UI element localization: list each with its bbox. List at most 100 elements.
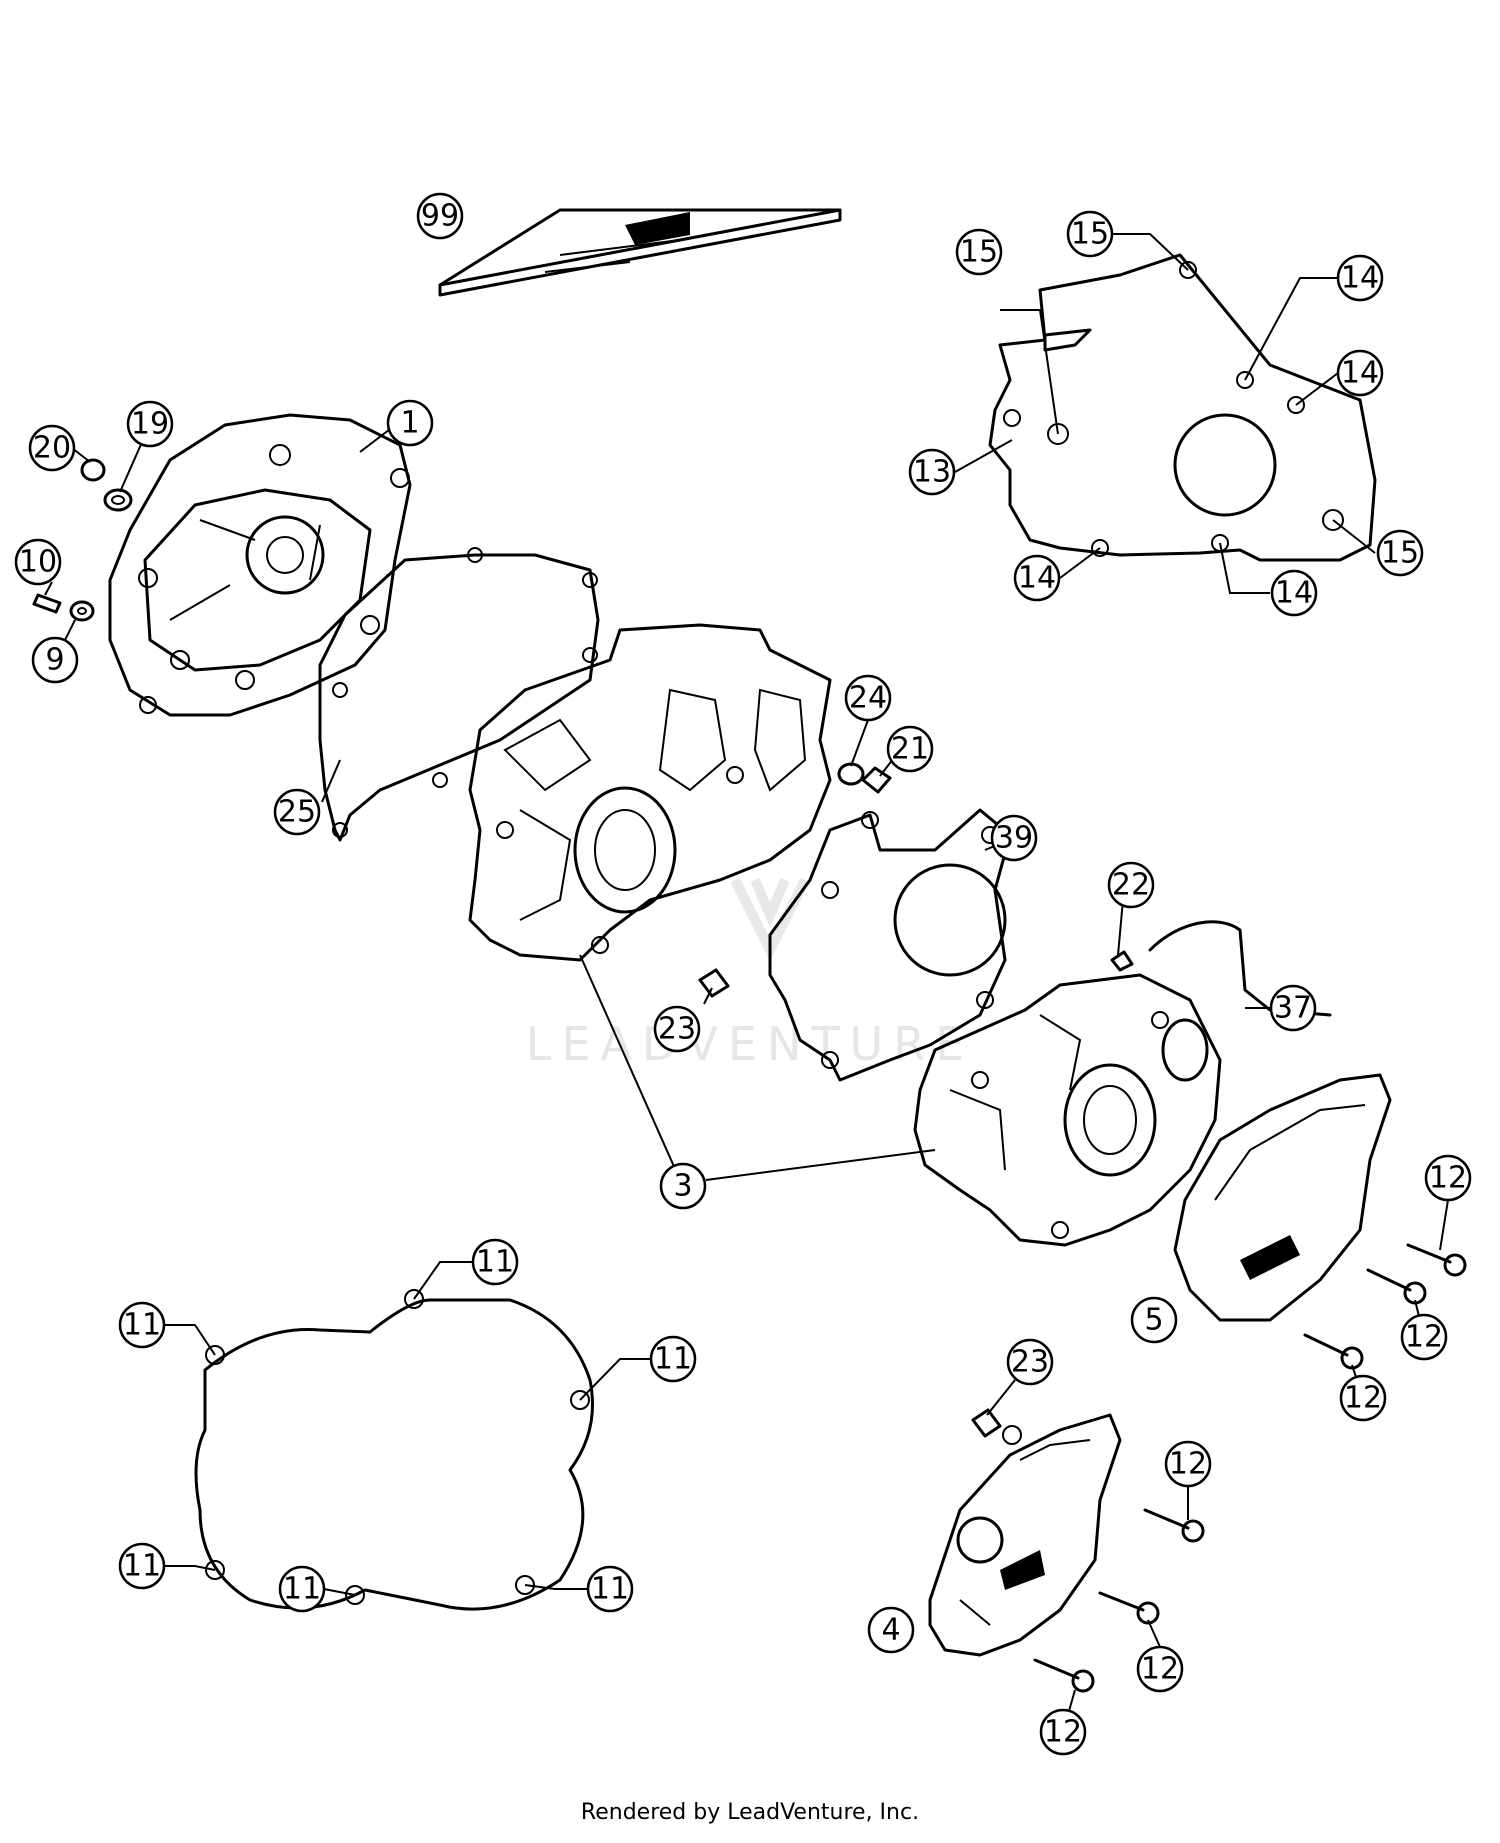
svg-text:15: 15 [1381,536,1419,571]
part-3-crankcase-right[interactable] [913,973,1222,1247]
part-23-dowel-lower[interactable] [971,1408,1002,1438]
callout-14: 14 [1336,254,1384,302]
callout-11: 11 [278,1565,326,1613]
svg-text:99: 99 [421,199,459,234]
svg-text:4: 4 [881,1613,900,1648]
part-cover-gasket-top[interactable] [988,253,1377,562]
callout-22: 22 [1107,861,1155,909]
svg-text:11: 11 [123,1308,161,1343]
callout-37: 37 [1269,984,1317,1032]
svg-text:21: 21 [891,732,929,767]
part-1-left-cover[interactable] [108,413,412,717]
svg-text:12: 12 [1169,1447,1207,1482]
part-3-crankcase-left[interactable] [468,623,832,962]
part-9-washer[interactable] [69,600,95,622]
callout-11: 11 [118,1301,166,1349]
watermark-text: LEADVENTURE [526,1017,975,1071]
part-19-oring[interactable] [103,488,133,512]
callout-25: 25 [273,788,321,836]
footer-credit: Rendered by LeadVenture, Inc. [580,1800,920,1825]
callout-1: 1 [386,399,434,447]
callout-24: 24 [844,674,892,722]
part-12-bolt[interactable] [1366,1268,1427,1305]
callout-20: 20 [28,424,76,472]
callout-15: 15 [1066,210,1114,258]
part-20-plug[interactable] [80,458,106,482]
svg-text:15: 15 [1071,217,1109,252]
callout-10: 10 [14,538,62,586]
part-37-hose[interactable] [1148,920,1332,1017]
svg-text:14: 14 [1018,561,1056,596]
svg-text:11: 11 [476,1245,514,1280]
watermark: LEADVENTURE [526,877,975,1071]
svg-text:20: 20 [33,431,71,466]
svg-text:11: 11 [123,1549,161,1584]
svg-text:9: 9 [45,643,64,678]
svg-text:10: 10 [19,545,57,580]
leader-lines [44,233,1449,1733]
part-12-bolt[interactable] [1143,1508,1205,1543]
callout-21: 21 [886,725,934,773]
svg-text:23: 23 [1011,1345,1049,1380]
svg-text:11: 11 [654,1342,692,1377]
callout-4: 4 [867,1606,915,1654]
svg-text:12: 12 [1344,1381,1382,1416]
callout-11: 11 [471,1238,519,1286]
callout-14: 14 [1336,349,1384,397]
callout-15: 15 [955,228,1003,276]
part-12-bolt[interactable] [1098,1591,1160,1625]
svg-text:12: 12 [1141,1652,1179,1687]
svg-text:14: 14 [1341,261,1379,296]
callout-15: 15 [1376,529,1424,577]
part-12-bolt[interactable] [1406,1243,1467,1277]
svg-text:5: 5 [1144,1303,1163,1338]
svg-text:23: 23 [658,1012,696,1047]
callout-12: 12 [1164,1440,1212,1488]
part-23-dowel-upper[interactable] [698,968,730,998]
svg-text:25: 25 [278,795,316,830]
callout-12: 12 [1424,1154,1472,1202]
svg-text:12: 12 [1044,1715,1082,1750]
svg-text:13: 13 [913,455,951,490]
svg-text:12: 12 [1429,1161,1467,1196]
callouts: 99 15 15 14 14 13 15 14 14 20 19 1 10 9 … [14,192,1472,1756]
part-22-dowel[interactable] [1110,950,1134,972]
callout-13: 13 [908,448,956,496]
callout-23: 23 [653,1005,701,1053]
callout-19: 19 [126,400,174,448]
svg-text:1: 1 [400,406,419,441]
svg-text:11: 11 [283,1572,321,1607]
svg-text:39: 39 [995,821,1033,856]
callout-14: 14 [1013,554,1061,602]
callout-3: 3 [659,1162,707,1210]
callout-12: 12 [1136,1645,1184,1693]
callout-11: 11 [586,1565,634,1613]
svg-text:19: 19 [131,407,169,442]
part-21-plug[interactable] [861,766,892,794]
callout-14: 14 [1270,569,1318,617]
svg-text:15: 15 [960,235,998,270]
callout-23: 23 [1006,1338,1054,1386]
part-10-screw[interactable] [32,593,62,614]
callout-11: 11 [118,1542,166,1590]
svg-text:11: 11 [591,1572,629,1607]
part-99-manual[interactable] [438,208,842,297]
part-24-washer[interactable] [837,762,865,786]
part-12-bolt[interactable] [1303,1333,1364,1370]
callout-12: 12 [1400,1313,1448,1361]
part-11-gasket[interactable] [194,1289,594,1611]
callout-12: 12 [1039,1708,1087,1756]
callout-39: 39 [990,814,1038,862]
part-4-cover[interactable] [928,1413,1122,1657]
svg-text:3: 3 [673,1169,692,1204]
part-39-gasket[interactable] [768,808,1012,1082]
svg-text:24: 24 [849,681,887,716]
callout-5: 5 [1130,1296,1178,1344]
callout-99: 99 [416,192,464,240]
svg-text:12: 12 [1405,1320,1443,1355]
part-12-bolt[interactable] [1033,1658,1095,1693]
part-5-ignition-cover[interactable] [1173,1073,1392,1322]
svg-text:37: 37 [1274,991,1312,1026]
part-25-gasket[interactable] [318,547,600,842]
